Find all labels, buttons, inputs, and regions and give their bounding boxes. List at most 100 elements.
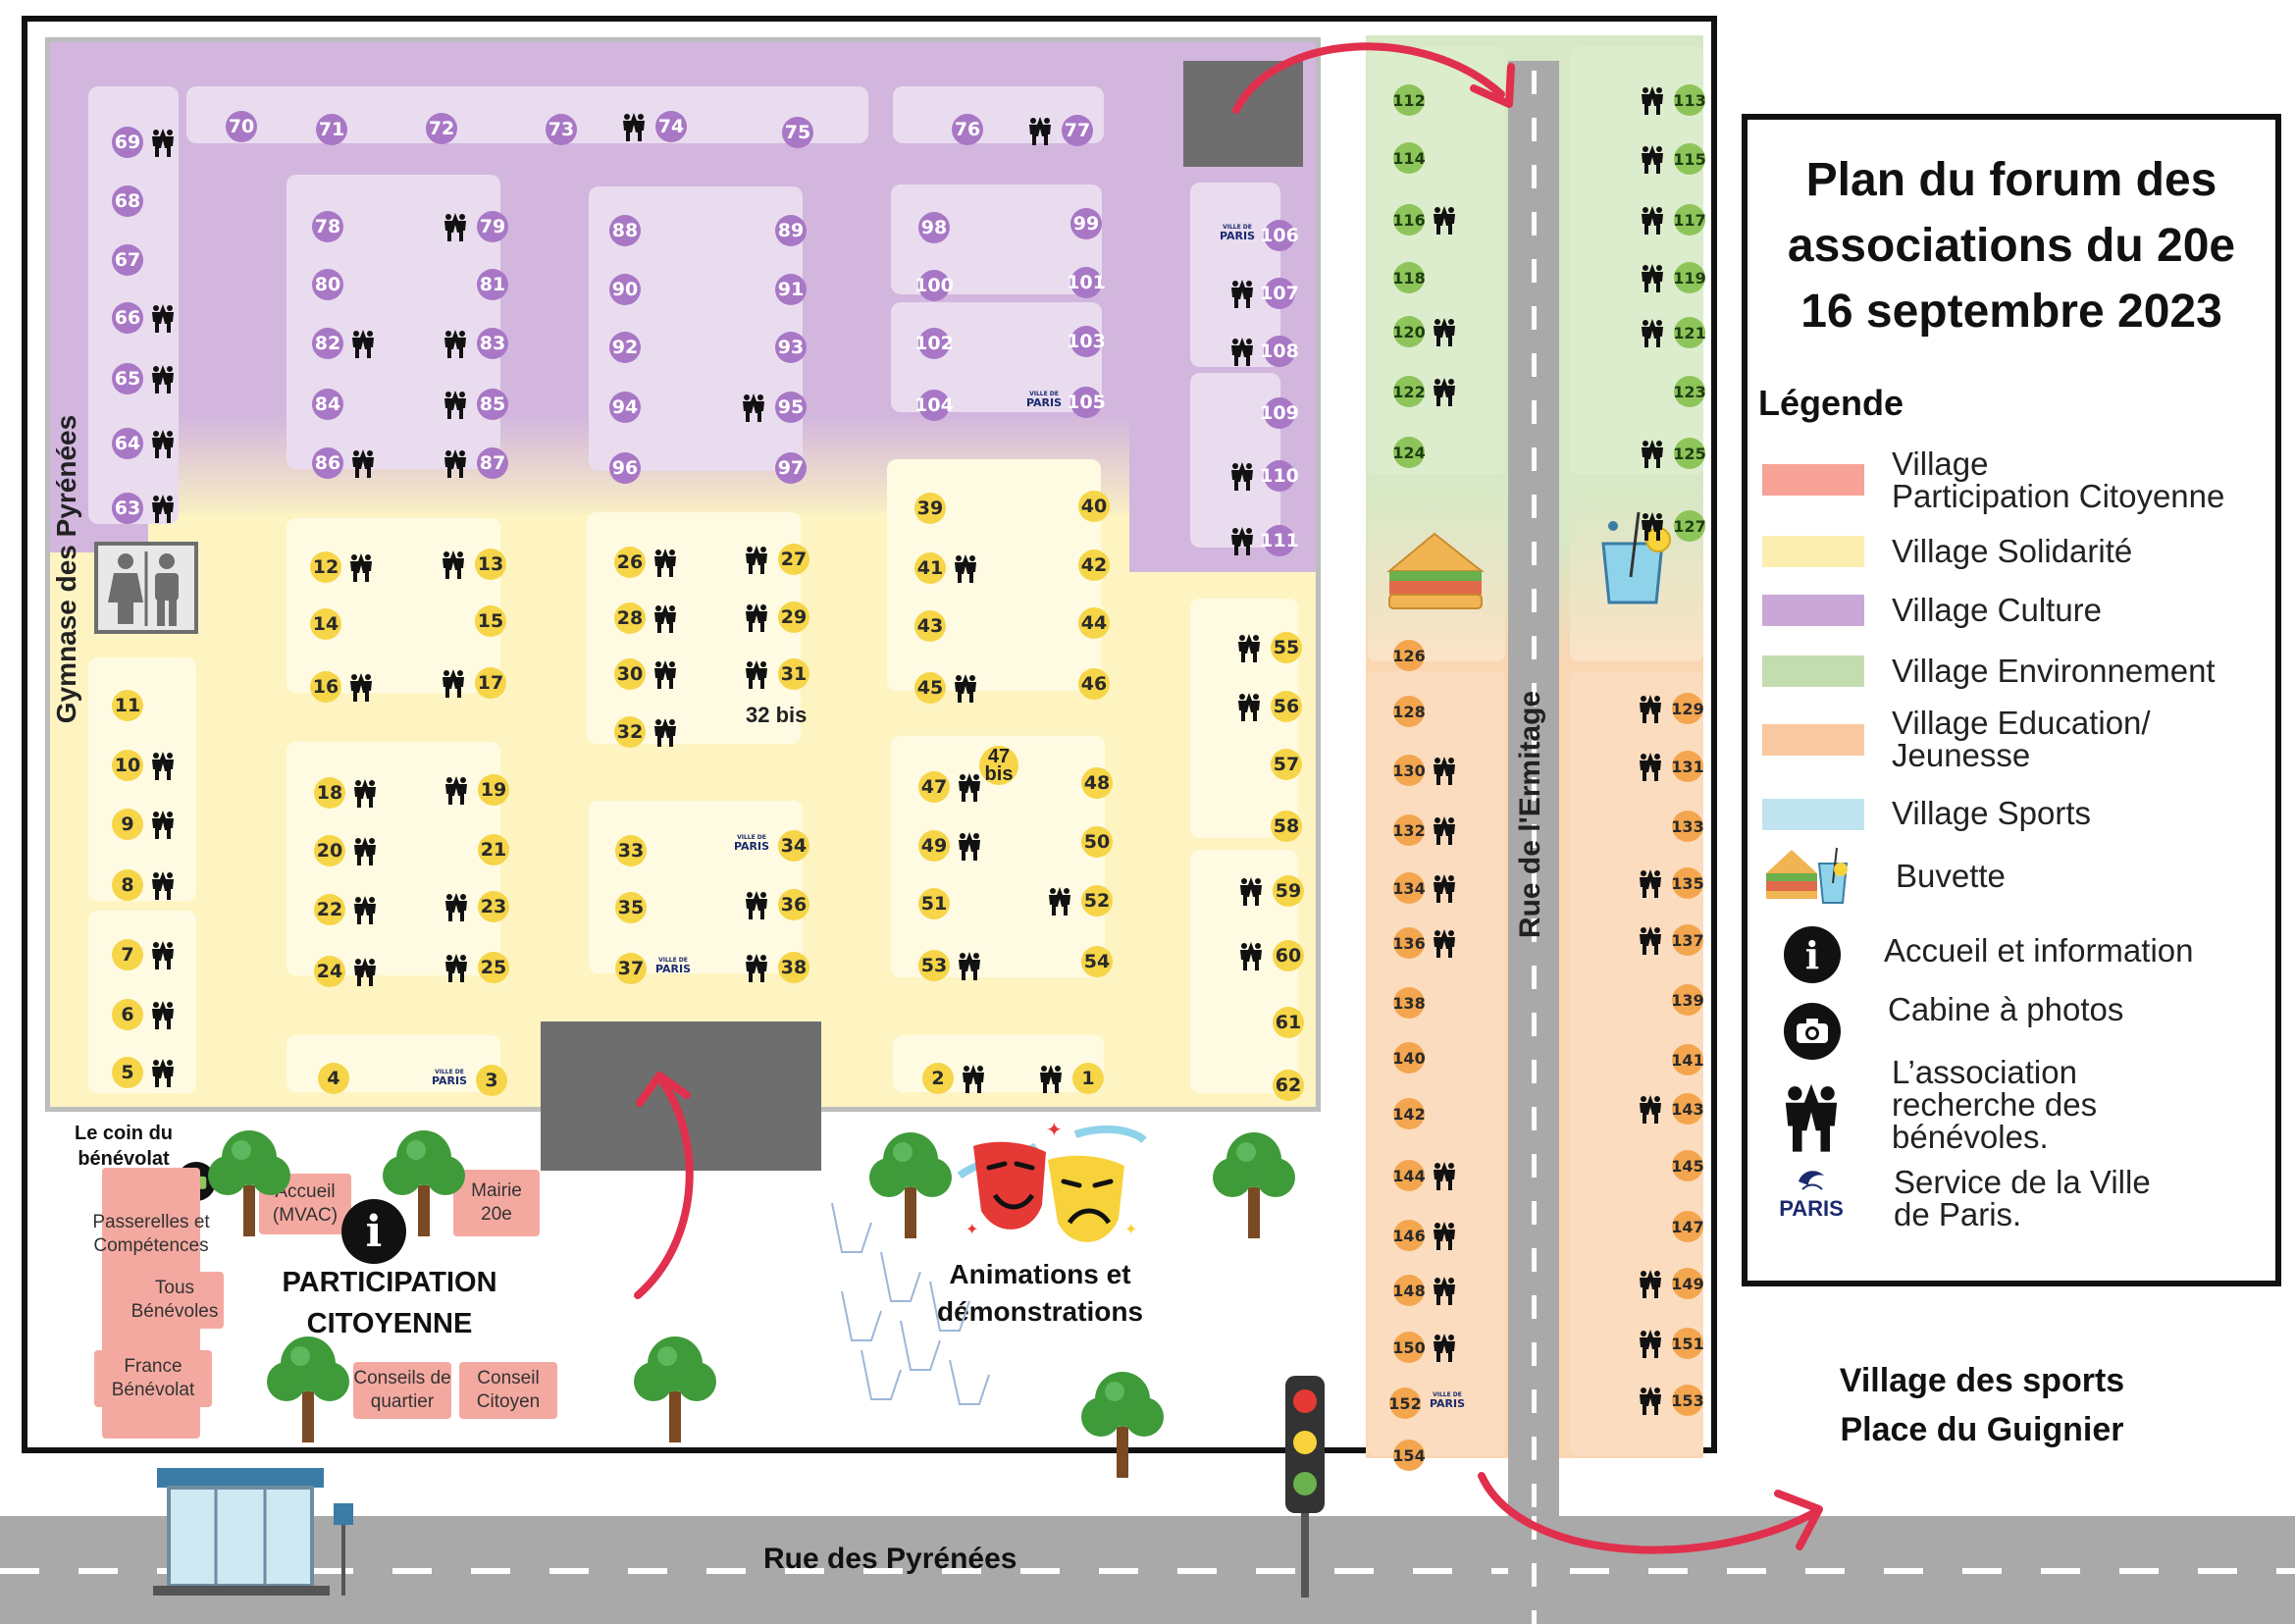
mairie-line1: Mairie (471, 1180, 522, 1201)
paris-small: VILLE DE (658, 957, 688, 964)
volunteers-icon (441, 891, 472, 922)
paris-small: VILLE DE (1433, 1391, 1462, 1398)
drink-icon (1590, 508, 1678, 606)
legend-volunteers-icon (1774, 1079, 1849, 1154)
booth-137: 137 (1671, 924, 1704, 956)
booth-48: 48 (1081, 767, 1113, 799)
legend-label-0-line2: Participation Citoyenne (1892, 478, 2225, 514)
booth-47bis-line1: 47 (987, 746, 1011, 767)
volunteers-icon (1637, 510, 1668, 542)
booth-45: 45 (914, 672, 946, 704)
booth-119: 119 (1673, 262, 1706, 293)
svg-text:✦: ✦ (1046, 1118, 1063, 1141)
booth-47bis: 47 bis (979, 746, 1018, 785)
volunteers-icon (349, 956, 381, 987)
booth-150: 150 (1392, 1332, 1426, 1363)
participation-info-icon: i (341, 1199, 406, 1264)
volunteers-icon (347, 447, 379, 479)
tree-icon (202, 1125, 296, 1242)
legend-swatch-5 (1762, 799, 1864, 830)
volunteers-icon (1226, 336, 1258, 367)
booth-72: 72 (426, 113, 457, 144)
volunteers-icon (650, 547, 681, 578)
booth-125: 125 (1673, 438, 1706, 469)
legend-label-2: Village Culture (1892, 594, 2102, 626)
booth-20: 20 (314, 835, 345, 866)
volunteers-icon (345, 551, 377, 583)
volunteers-icon (1637, 204, 1668, 236)
volunteers-icon (950, 552, 981, 584)
booth-111: 111 (1260, 525, 1299, 556)
rue-pyrenees (0, 1516, 2295, 1624)
map-title-line1: Plan du forum des (1805, 154, 2217, 206)
bus-stop-icon (147, 1464, 363, 1601)
coin-line2: bénévolat (78, 1148, 170, 1170)
coin-benevolat-label: Le coin du bénévolat (55, 1121, 192, 1172)
legend-info-icon: i (1784, 926, 1841, 983)
paris-word: PARIS (1429, 1397, 1466, 1410)
participation-line2: CITOYENNE (306, 1308, 473, 1339)
paris-word: PARIS (1025, 396, 1063, 409)
tree-icon (628, 1331, 722, 1448)
map-title-line3: 16 septembre 2023 (1800, 286, 2222, 338)
booth-92: 92 (609, 332, 641, 363)
legend-label-5: Village Sports (1892, 797, 2091, 829)
booth-5: 5 (112, 1057, 143, 1088)
volunteers-icon (438, 549, 469, 580)
booth-79: 79 (477, 211, 508, 242)
volunteers-icon (650, 658, 681, 690)
legend-paris-word: PARIS (1779, 1196, 1844, 1221)
sports-label-line1: Village des sports (1839, 1362, 2125, 1399)
volunteers-icon (1635, 1268, 1666, 1299)
booth-28: 28 (614, 602, 646, 634)
booth-23: 23 (478, 891, 509, 922)
participation-label: PARTICIPATION CITOYENNE (257, 1262, 522, 1344)
booth-126: 126 (1392, 640, 1426, 671)
booth-64: 64 (112, 428, 143, 459)
volunteers-icon (950, 672, 981, 704)
booth-76: 76 (952, 114, 983, 145)
volunteers-icon (741, 602, 772, 633)
booth-22: 22 (314, 894, 345, 925)
booth-38: 38 (778, 952, 809, 983)
legend-camera-icon (1784, 1003, 1841, 1060)
booth-116: 116 (1392, 204, 1426, 236)
booth-138: 138 (1392, 987, 1426, 1019)
volunteers-icon (1429, 814, 1460, 846)
volunteers-icon (1044, 885, 1075, 917)
booth-110: 110 (1260, 460, 1299, 492)
booth-58: 58 (1271, 811, 1302, 842)
passerelles-line1: Passerelles et (92, 1212, 210, 1232)
volunteers-icon (440, 447, 471, 479)
booth-139: 139 (1671, 984, 1704, 1016)
volunteers-icon (349, 835, 381, 866)
booth-87: 87 (477, 447, 508, 479)
volunteers-icon (440, 389, 471, 420)
booth-100: 100 (914, 270, 954, 301)
booth-13: 13 (475, 549, 506, 580)
toilets-icon (94, 542, 198, 634)
legend-service-line2: de Paris. (1894, 1196, 2022, 1232)
paris-small: VILLE DE (737, 834, 766, 841)
booth-66: 66 (112, 302, 143, 334)
volunteers-icon (147, 302, 179, 334)
tree-icon (377, 1125, 471, 1242)
animations-label: Animations et démonstrations (913, 1256, 1168, 1331)
svg-text:✦: ✦ (1124, 1220, 1137, 1238)
booth-57: 57 (1271, 749, 1302, 780)
booth-153: 153 (1671, 1385, 1704, 1416)
animations-line2: démonstrations (936, 1296, 1144, 1327)
booth-147: 147 (1671, 1211, 1704, 1242)
legend-benevoles: L’association recherche des bénévoles. (1892, 1056, 2097, 1153)
volunteers-icon (650, 716, 681, 748)
booth-149: 149 (1671, 1268, 1704, 1299)
booth-1: 1 (1072, 1063, 1104, 1094)
booth-62: 62 (1273, 1070, 1304, 1101)
booth-27: 27 (778, 544, 809, 575)
booth-29: 29 (778, 602, 809, 633)
volunteers-icon (147, 750, 179, 781)
tree-icon (863, 1126, 958, 1244)
booth-9: 9 (112, 809, 143, 840)
